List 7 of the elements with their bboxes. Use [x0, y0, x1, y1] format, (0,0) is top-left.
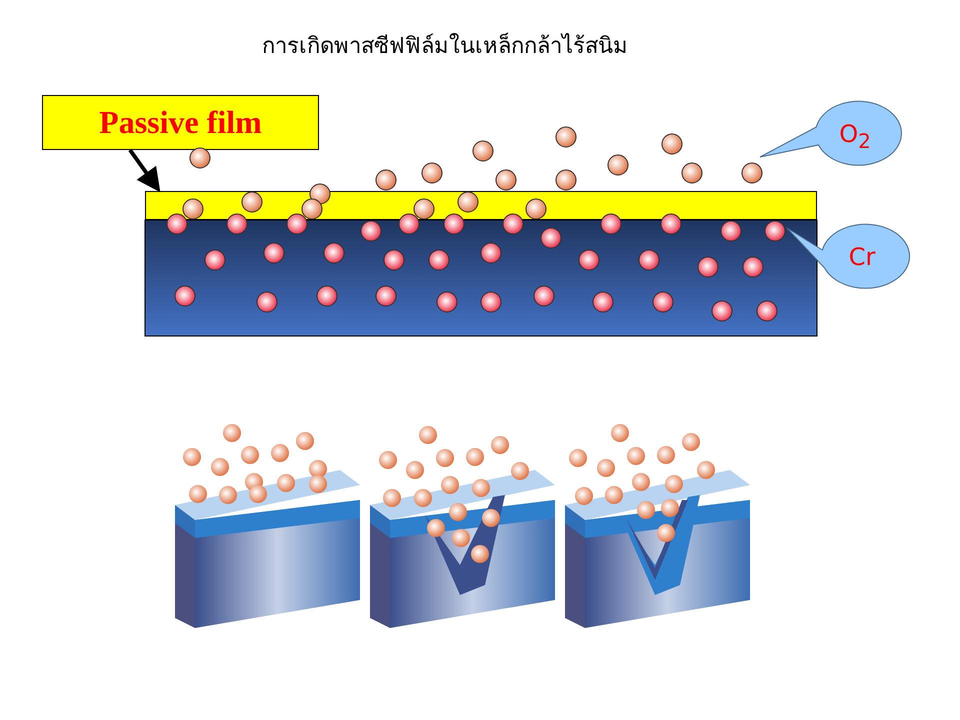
label-box: Passive film [42, 95, 319, 150]
chemical-symbol: O$_{2}$ [838, 119, 872, 155]
title: การเกิดพาสซีฟฟิล์มในเหล็กกล้าไร้สนิม [261, 32, 629, 61]
callout-bubble [758, 100, 900, 168]
callout-bubble [785, 222, 910, 292]
chemical-symbol: Cr [848, 242, 876, 272]
arrow [128, 148, 160, 192]
